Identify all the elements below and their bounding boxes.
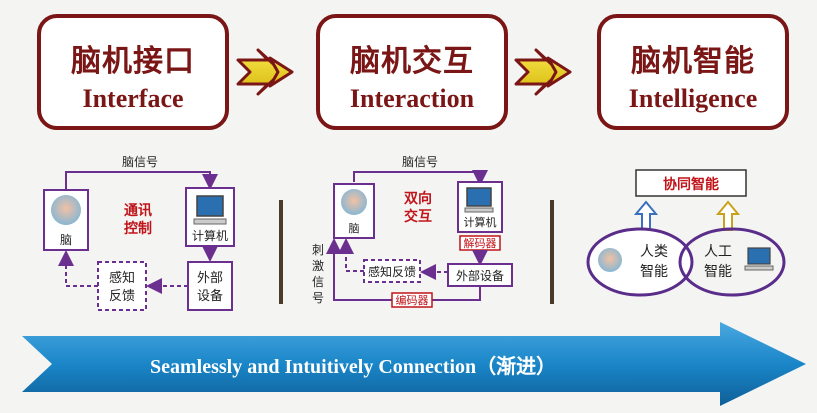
stage-title-cn: 脑机交互 — [350, 44, 474, 79]
ai-intelligence-ellipse — [678, 227, 786, 297]
arrow-chevron-1 — [236, 48, 294, 96]
stage-box-interface: 脑机接口 Interface — [37, 14, 229, 130]
brain-icon — [341, 189, 367, 215]
feedback-box — [97, 261, 147, 311]
synergy-title: 协同智能 — [663, 176, 719, 193]
synergy-box — [635, 169, 747, 197]
computer-label: 计算机 — [192, 228, 228, 243]
decoder-label: 解码器 — [464, 236, 497, 250]
brain-label: 脑 — [349, 222, 360, 235]
ai-label-2: 智能 — [704, 264, 732, 280]
computer-label: 计算机 — [464, 215, 497, 229]
panel-interaction: 脑信号 脑 双向 交互 计算机 解码器 外部设备 感知反馈 — [312, 155, 513, 308]
stage-box-interaction: 脑机交互 Interaction — [316, 14, 508, 130]
banner-suffix: （渐进） — [476, 354, 557, 378]
stage-title-en: Interface — [82, 84, 184, 113]
feedback-label: 感知反馈 — [368, 264, 416, 279]
channel-label-1: 双向 — [404, 190, 432, 207]
panel-interface: 脑信号 脑 通讯 控制 计算机 外部 设备 感知 反馈 — [43, 155, 235, 311]
feedback-label-1: 感知 — [109, 270, 135, 286]
progress-banner-arrow — [22, 322, 806, 406]
brain-icon — [51, 195, 81, 225]
encoder-box — [391, 292, 433, 308]
computer-icon — [747, 247, 771, 265]
divider-2 — [550, 200, 554, 304]
channel-label-2: 控制 — [124, 220, 152, 237]
signal-label: 脑信号 — [402, 155, 438, 169]
human-label-2: 智能 — [640, 264, 668, 280]
up-arrow-right — [715, 200, 741, 231]
stimulus-label-2: 激 — [312, 259, 324, 273]
encoder-label: 编码器 — [396, 293, 429, 307]
brain-icon — [598, 248, 622, 272]
device-label-1: 外部 — [197, 271, 223, 286]
device-label-2: 设备 — [197, 288, 223, 304]
banner-main: Seamlessly and Intuitively Connection — [150, 356, 477, 378]
human-intelligence-ellipse — [586, 227, 694, 297]
up-arrow-left — [633, 200, 659, 231]
arrow-chevron-2 — [514, 48, 572, 96]
channel-label-2: 交互 — [404, 208, 432, 225]
panel-intelligence: 协同智能 人类 智能 人工 智能 — [586, 169, 786, 297]
stage-title-cn: 脑机智能 — [631, 44, 755, 79]
stimulus-label-4: 号 — [312, 291, 324, 305]
feedback-label-2: 反馈 — [109, 289, 135, 304]
human-label-1: 人类 — [640, 244, 668, 260]
stimulus-label-3: 信 — [312, 275, 324, 289]
stage-title-cn: 脑机接口 — [71, 44, 195, 79]
banner-text: Seamlessly and Intuitively Connection（渐进… — [150, 350, 710, 379]
divider-1 — [279, 200, 283, 304]
channel-label-1: 通讯 — [124, 203, 152, 219]
stage-title-en: Interaction — [349, 84, 475, 113]
stage-title-en: Intelligence — [628, 84, 758, 113]
device-box — [187, 261, 233, 311]
ai-label-1: 人工 — [704, 244, 732, 260]
computer-icon — [196, 195, 224, 217]
stimulus-label-1: 刺 — [312, 243, 324, 257]
computer-icon — [466, 187, 492, 207]
stage-box-intelligence: 脑机智能 Intelligence — [597, 14, 789, 130]
signal-label: 脑信号 — [122, 155, 158, 169]
device-label: 外部设备 — [456, 268, 504, 283]
brain-label: 脑 — [60, 233, 72, 247]
